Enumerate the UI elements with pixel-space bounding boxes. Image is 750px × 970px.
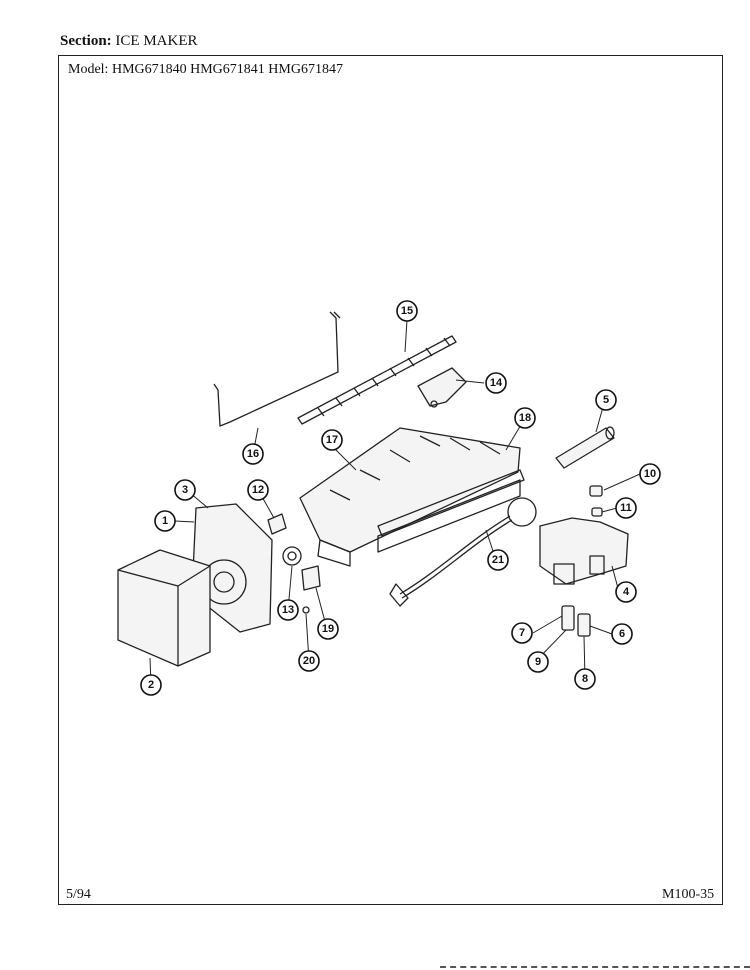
section-value: ICE MAKER: [115, 33, 198, 49]
callout-12: 12: [247, 479, 269, 501]
callout-9: 9: [527, 651, 549, 673]
part-6-inlet: [577, 613, 591, 637]
callout-4: 4: [615, 581, 637, 603]
page-edge-rule: [440, 966, 750, 968]
callout-6: 6: [611, 623, 633, 645]
svg-text:20: 20: [303, 655, 315, 667]
callout-3: 3: [174, 479, 196, 501]
svg-text:21: 21: [492, 554, 504, 566]
svg-text:13: 13: [282, 604, 294, 616]
callout-21: 21: [487, 549, 509, 571]
part-17-ice-mold: [299, 427, 521, 567]
part-14-bracket: [417, 367, 467, 408]
part-16-wire-arm: [213, 311, 341, 427]
part-10-fitting: [589, 485, 603, 497]
svg-text:10: 10: [644, 468, 656, 480]
svg-text:4: 4: [623, 586, 630, 598]
svg-text:3: 3: [182, 484, 188, 496]
part-2-cover: [117, 549, 211, 667]
svg-text:2: 2: [148, 679, 154, 691]
section-heading: Section: ICE MAKER: [60, 33, 198, 50]
callout-13: 13: [277, 599, 299, 621]
svg-text:11: 11: [620, 502, 632, 514]
svg-text:16: 16: [247, 448, 259, 460]
part-11-fitting: [591, 507, 603, 517]
part-20-screw: [302, 606, 310, 614]
svg-text:7: 7: [519, 627, 525, 639]
part-4-water-valve: [539, 517, 629, 585]
callout-14: 14: [485, 372, 507, 394]
svg-text:8: 8: [582, 673, 588, 685]
callout-18: 18: [514, 407, 536, 429]
footer-rule: [58, 904, 723, 905]
section-label: Section:: [60, 33, 112, 49]
part-12-switch: [267, 513, 287, 535]
footer-page-code: M100-35: [662, 887, 715, 902]
callout-7: 7: [511, 622, 533, 644]
svg-text:1: 1: [162, 515, 168, 527]
model-heading: Model: HMG671840 HMG671841 HMG671847: [68, 62, 343, 78]
part-18-heater: [377, 469, 525, 553]
callout-19: 19: [317, 618, 339, 640]
svg-text:9: 9: [535, 656, 541, 668]
part-13-thermostat: [282, 546, 302, 566]
callout-5: 5: [595, 389, 617, 411]
callout-20: 20: [298, 650, 320, 672]
callout-1: 1: [154, 510, 176, 532]
callout-15: 15: [396, 300, 418, 322]
svg-text:15: 15: [401, 305, 413, 317]
svg-text:6: 6: [619, 628, 625, 640]
model-label: Model:: [68, 62, 109, 77]
part-7-inlet: [561, 605, 575, 631]
part-19-clip: [301, 565, 321, 591]
callout-16: 16: [242, 443, 264, 465]
footer-date: 5/94: [66, 887, 91, 902]
svg-text:19: 19: [322, 623, 334, 635]
part-15-ejector: [297, 335, 457, 425]
callout-10: 10: [639, 463, 661, 485]
svg-text:17: 17: [326, 434, 338, 446]
svg-text:14: 14: [490, 377, 503, 389]
callout-2: 2: [140, 674, 162, 696]
part-5-fill-tube: [555, 426, 615, 469]
callout-8: 8: [574, 668, 596, 690]
callout-17: 17: [321, 429, 343, 451]
svg-text:5: 5: [603, 394, 609, 406]
svg-text:12: 12: [252, 484, 264, 496]
model-numbers: HMG671840 HMG671841 HMG671847: [111, 62, 343, 77]
callout-11: 11: [615, 497, 637, 519]
part-21-wire-harness: [389, 497, 537, 607]
svg-text:18: 18: [519, 412, 531, 424]
